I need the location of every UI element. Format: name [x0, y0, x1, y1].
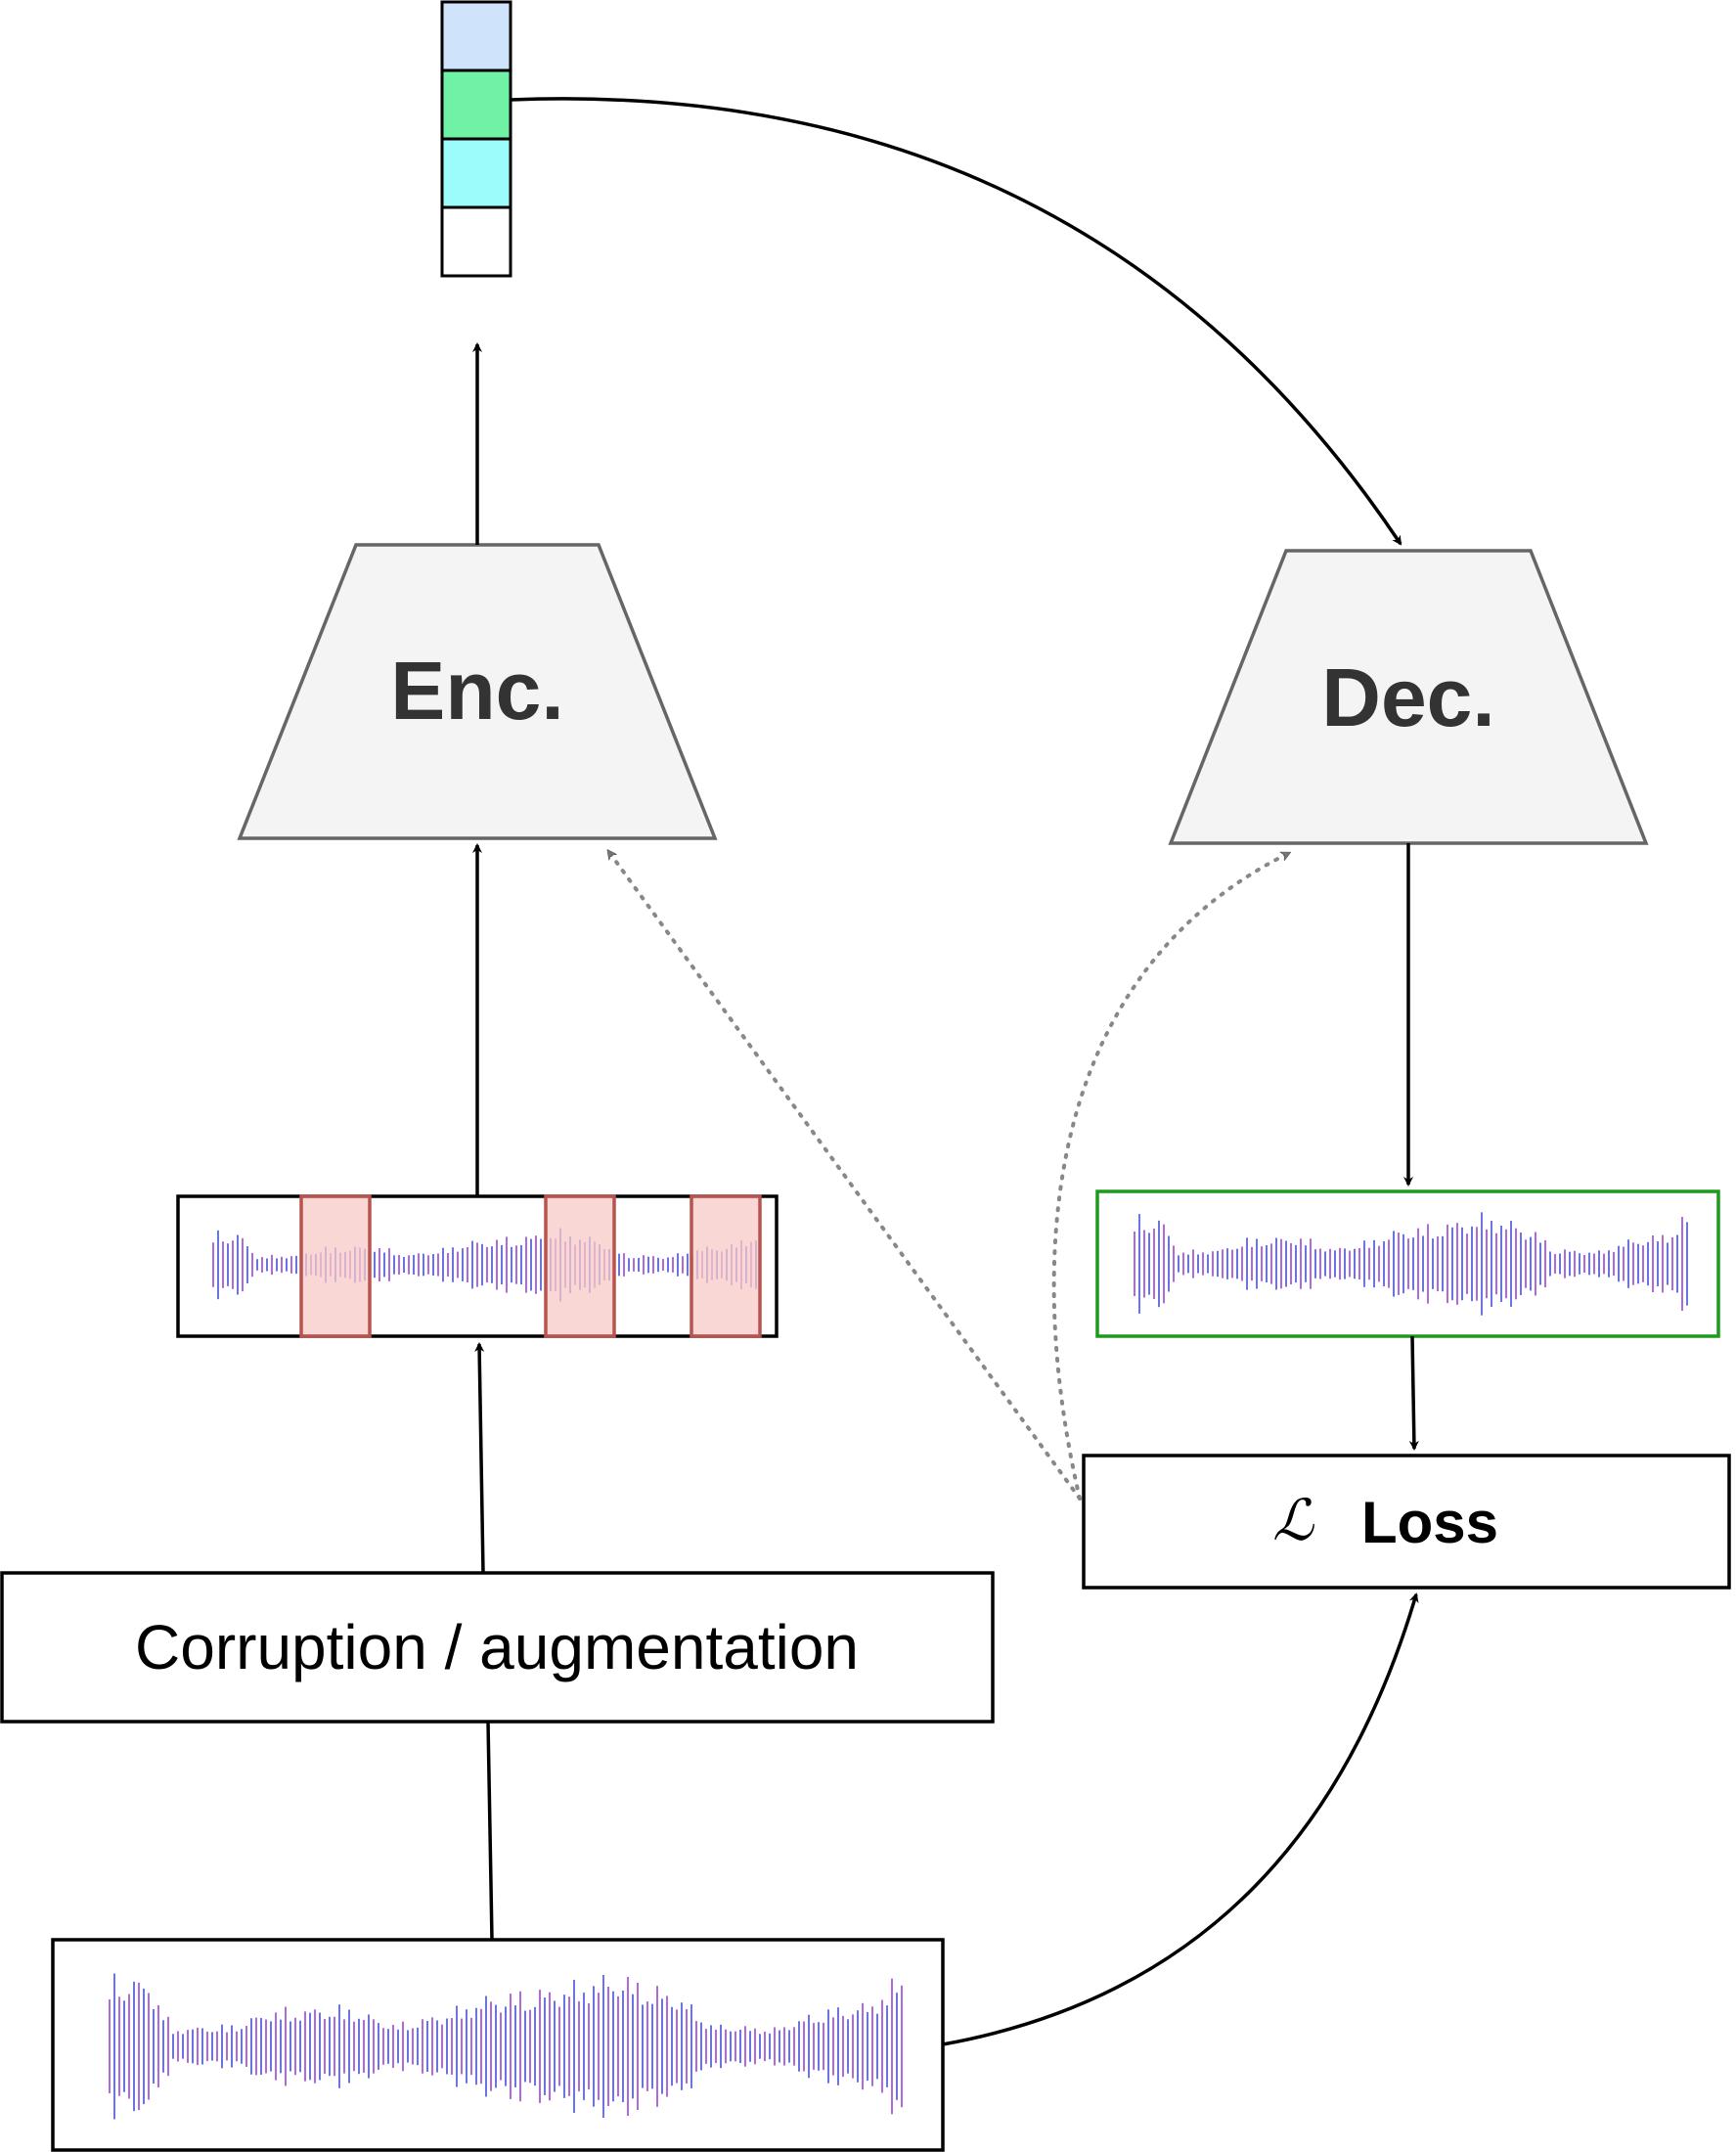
loss-box: ℒ Loss [1082, 1454, 1731, 1590]
decoder-block: Dec. [1168, 549, 1649, 845]
embedding-cell [440, 205, 512, 278]
arrow-head [942, 1592, 1419, 2046]
encoder-block: Enc. [237, 543, 718, 840]
embedding-vector [440, 0, 512, 278]
mask-region [690, 1194, 762, 1338]
embedding-cell [440, 137, 512, 209]
loss-label: Loss [1361, 1490, 1498, 1555]
input-waveform-panel [51, 1938, 945, 2152]
embedding-cell [440, 68, 512, 141]
loss-symbol: ℒ [1272, 1487, 1314, 1553]
connector-line [486, 1721, 494, 1941]
arrow-head [1408, 1335, 1419, 1451]
waveform-icon [109, 1973, 903, 2120]
reconstructed-waveform-panel [1095, 1189, 1720, 1338]
mask-region [544, 1194, 616, 1338]
corrupted-waveform-panel [176, 1194, 779, 1338]
decoder-label: Dec. [1321, 651, 1494, 743]
arrow-head [510, 97, 1402, 546]
gradient-path-encoder [606, 851, 1082, 1501]
corruption-label: Corruption / augmentation [135, 1612, 859, 1682]
connectors [472, 97, 1419, 2046]
mask-region [299, 1194, 372, 1338]
embedding-cell [440, 0, 512, 72]
waveform-icon [1134, 1212, 1688, 1316]
arrow-head [474, 1342, 485, 1574]
encoder-label: Enc. [390, 645, 563, 737]
corruption-box: Corruption / augmentation [0, 1571, 995, 1724]
gradient-path-decoder [1051, 851, 1289, 1501]
